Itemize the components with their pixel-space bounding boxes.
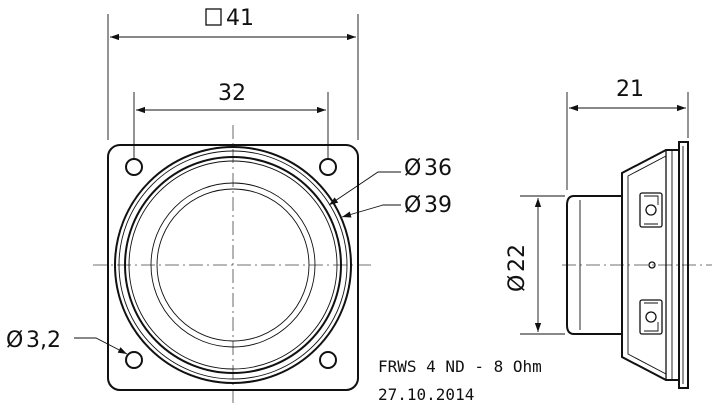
dim-magnet-symbol: Ø xyxy=(505,275,530,292)
dust-cap-outer xyxy=(150,182,316,348)
terminal-bottom xyxy=(639,299,663,335)
date-label: 27.10.2014 xyxy=(378,385,474,404)
leader-ring-36 xyxy=(328,171,401,206)
dim-depth-value: 21 xyxy=(616,77,644,102)
dim-square-value: 41 xyxy=(226,6,254,31)
dim-hole-value: 3,2 xyxy=(26,328,61,353)
mounting-hole-bottom-left xyxy=(125,351,143,369)
dim-ring-36-value: 36 xyxy=(424,156,452,181)
cone-ring-outer xyxy=(114,146,352,384)
dim-hole-symbol: Ø xyxy=(6,328,23,353)
mounting-hole-top-right xyxy=(319,158,337,176)
mounting-hole-bottom-right xyxy=(319,351,337,369)
dust-cap-inner xyxy=(156,188,310,342)
front-view: 41 32 Ø 36 Ø 39 Ø 3,2 xyxy=(6,6,452,405)
dim-magnet-value: 22 xyxy=(505,244,530,272)
dim-magnet-label: Ø 22 xyxy=(505,244,530,292)
side-view: 21 Ø 22 xyxy=(505,77,712,389)
side-magnet xyxy=(566,195,622,335)
side-basket-inner xyxy=(627,155,667,375)
side-basket xyxy=(621,149,679,381)
dim-ring-36-symbol: Ø xyxy=(404,156,421,181)
cone-ring-inner xyxy=(124,156,342,374)
mounting-hole-top-left xyxy=(125,158,143,176)
side-flange xyxy=(678,141,689,389)
dim-ring-39-symbol: Ø xyxy=(404,193,421,218)
dim-hole-spacing-value: 32 xyxy=(218,81,246,106)
cone-ring-inner-2 xyxy=(128,160,338,370)
dim-ring-39-value: 39 xyxy=(424,193,452,218)
side-center-dot xyxy=(648,261,656,269)
leader-ring-39 xyxy=(341,204,401,218)
square-symbol-icon xyxy=(205,8,222,26)
cone-ring-outer-2 xyxy=(118,150,348,380)
terminal-top xyxy=(639,192,663,228)
leader-hole-3-2 xyxy=(74,337,128,355)
frame-square xyxy=(107,144,359,391)
model-label: FRWS 4 ND - 8 Ohm xyxy=(378,357,542,376)
